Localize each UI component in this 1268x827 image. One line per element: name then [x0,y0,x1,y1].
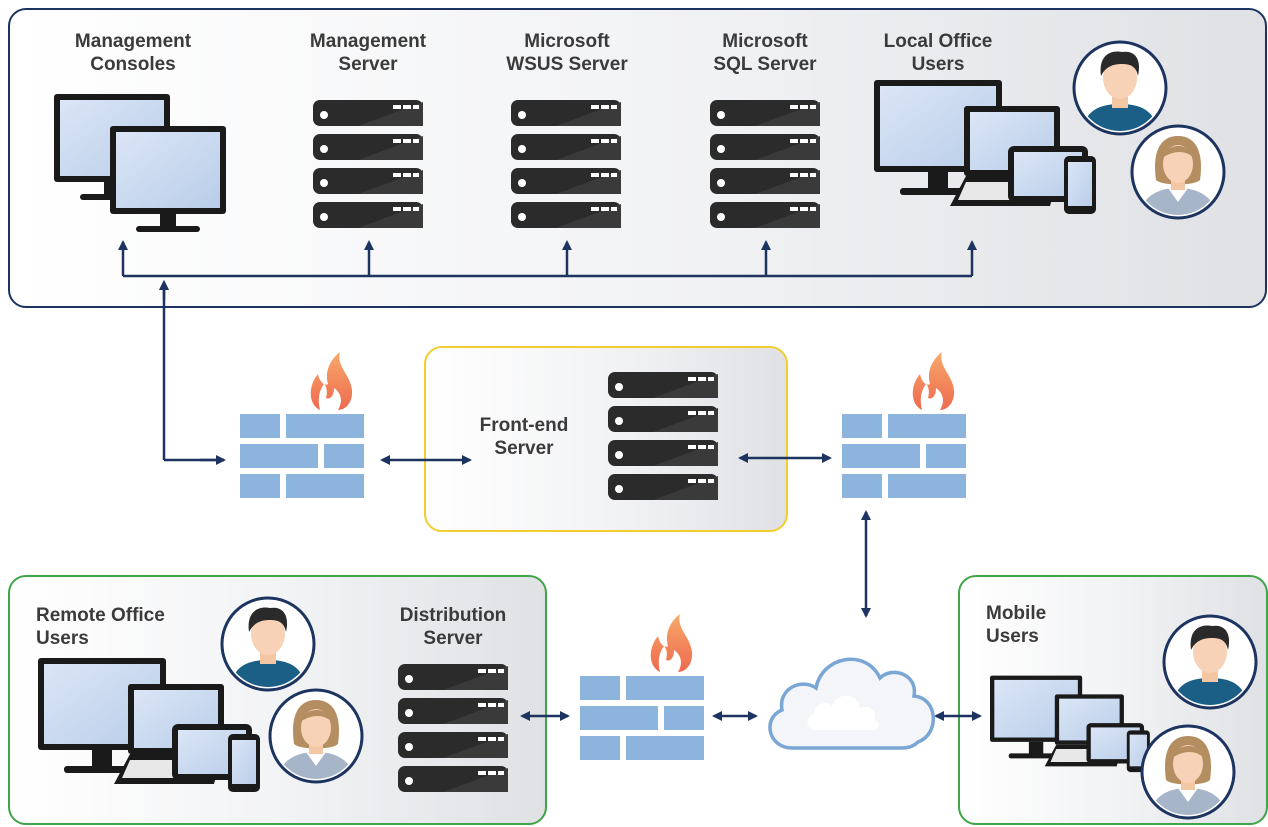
wsus-server-icon [511,100,621,228]
label-sql-server: Microsoft SQL Server [713,31,817,75]
remote-user-female-avatar-icon [270,690,362,782]
firewall-bottom-icon [580,614,704,760]
mobile-devices-icon [990,675,1150,773]
label-remote-office-users: Remote Office Users [36,605,165,649]
frontend-server-icon [608,372,718,500]
label-management-server: Management Server [309,31,427,75]
mobile-user-female-avatar-icon [1142,726,1234,818]
mgmt-to-firewall-link [162,282,224,462]
firewall-left-icon [240,352,364,498]
sql-server-icon [710,100,820,228]
management-console-monitor-front-icon [110,126,226,232]
label-local-office-users: Local Office Users [883,31,993,75]
label-distribution-server: Distribution Server [399,605,507,649]
internet-cloud-icon [768,657,936,750]
local-office-devices-icon [874,80,1096,214]
label-wsus-server: Microsoft WSUS Server [506,31,628,75]
mobile-user-male-avatar-icon [1164,616,1256,708]
distribution-server-icon [398,664,508,792]
management-server-icon [313,100,423,228]
label-frontend-server: Front-end Server [479,415,569,459]
label-mobile-users: Mobile Users [986,603,1047,647]
remote-user-male-avatar-icon [222,598,314,690]
local-user-female-avatar-icon [1132,126,1224,218]
local-network-bus [118,240,977,278]
remote-office-devices-icon [38,658,260,792]
dmz-zone [424,346,788,532]
local-user-male-avatar-icon [1074,42,1166,134]
network-links [380,453,982,721]
label-management-consoles: Management Consoles [74,31,192,75]
firewall-right-icon [842,352,966,498]
